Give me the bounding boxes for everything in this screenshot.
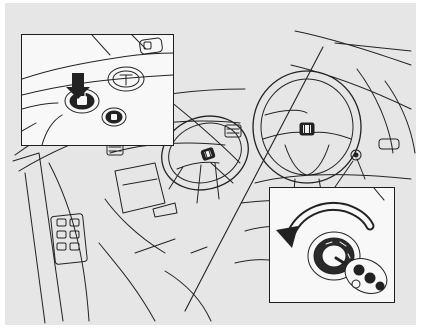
steering-wheel-logo-icon [201, 147, 216, 160]
ignition-inset [269, 187, 395, 303]
illustration-frame [5, 3, 416, 325]
door-lock-inset [21, 34, 174, 146]
unlock-button-icon [102, 108, 126, 126]
window-switch-panel [51, 213, 88, 264]
steering-wheel-logo-icon-right [300, 123, 314, 135]
